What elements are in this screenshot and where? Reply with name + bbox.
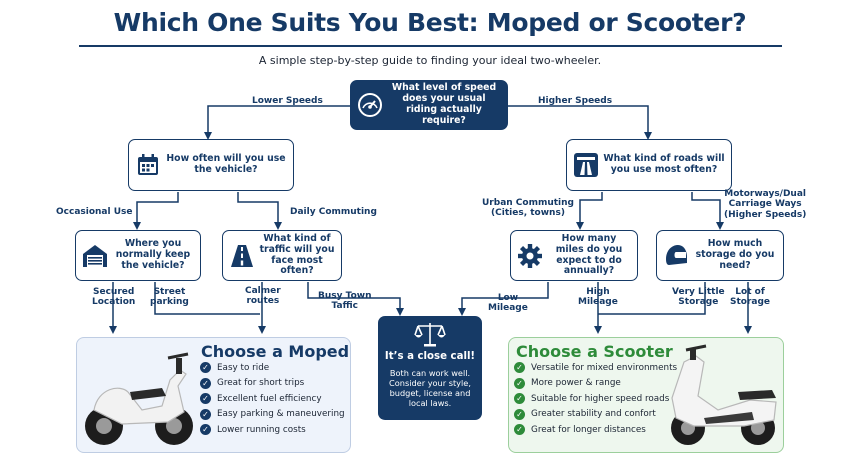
edge-speed-use — [204, 105, 350, 140]
scooter-benefit: ✓Greater stability and confort — [514, 407, 677, 423]
node-use-text: How often will you use the vehicle? — [166, 153, 286, 175]
edge-label-very-little: Very Little Storage — [672, 287, 725, 308]
edge-label-street: Street parking — [150, 287, 189, 308]
edge-label-lower-speeds: Lower Speeds — [252, 96, 323, 106]
node-roads: What kind of roads will you use most oft… — [566, 139, 732, 191]
edge-label-calmer: Calmer routes — [245, 286, 281, 307]
check-icon: ✓ — [200, 424, 211, 436]
close-call-title: It’s a close call! — [384, 351, 476, 362]
check-icon: ✓ — [514, 408, 525, 420]
edge-speed-roads — [508, 105, 652, 140]
page-title: Which One Suits You Best: Moped or Scoot… — [113, 8, 747, 37]
edge-label-higher-speeds: Higher Speeds — [538, 96, 613, 106]
node-speed: What level of speed does your usual ridi… — [350, 80, 508, 130]
node-storage-text: How much storage do you need? — [695, 238, 775, 271]
moped-benefit: ✓Excellent fuel efficiency — [200, 391, 345, 407]
node-traffic-text: What kind of traffic will you face most … — [259, 232, 335, 277]
edge-use-traffic — [237, 192, 282, 230]
edge-label-daily: Daily Commuting — [290, 207, 377, 217]
node-roads-text: What kind of roads will you use most oft… — [603, 153, 725, 175]
moped-title: Choose a Moped — [201, 342, 350, 361]
node-use: How often will you use the vehicle? — [128, 139, 294, 191]
close-call-body: Both can work well. Consider your style,… — [389, 368, 471, 408]
scooter-panel — [508, 337, 784, 453]
scooter-benefit: ✓Suitable for higher speed roads — [514, 391, 677, 407]
moped-benefit: ✓Lower running costs — [200, 422, 345, 438]
edge-label-low-mileage: Low Mileage — [488, 293, 528, 314]
calendar-icon — [138, 154, 158, 175]
node-traffic: What kind of traffic will you face most … — [222, 230, 342, 281]
highway-icon — [574, 153, 598, 177]
moped-benefit: ✓Easy parking & maneuvering — [200, 407, 345, 423]
scooter-benefits: ✓Versatile for mixed environments ✓More … — [514, 360, 677, 438]
node-miles-text: How many miles do you expect to do annua… — [555, 232, 623, 277]
scooter-benefit: ✓More power & range — [514, 376, 677, 392]
helmet-icon — [666, 244, 687, 265]
check-icon: ✓ — [514, 377, 525, 389]
edge-roads-storage — [691, 192, 724, 230]
road-icon — [231, 244, 253, 267]
edge-label-secured: Secured Location — [92, 287, 136, 308]
node-miles: How many miles do you expect to do annua… — [510, 230, 638, 281]
title-underline — [79, 45, 782, 47]
garage-icon — [83, 244, 107, 267]
edge-storage-little — [598, 282, 706, 315]
edge-label-busy: Busy Town Taffic — [318, 291, 372, 312]
node-storage: How much storage do you need? — [656, 230, 784, 281]
scooter-illustration — [671, 344, 777, 445]
scooter-benefit: ✓Great for longer distances — [514, 422, 677, 438]
node-keep-text: Where you normally keep the vehicle? — [115, 238, 191, 271]
check-icon: ✓ — [200, 393, 211, 405]
edge-label-urban: Urban Commuting (Cities, towns) — [482, 198, 574, 219]
page-subtitle: A simple step-by-step guide to finding y… — [258, 54, 602, 67]
check-icon: ✓ — [514, 424, 525, 436]
scales-icon — [414, 323, 446, 347]
node-keep: Where you normally keep the vehicle? — [75, 230, 201, 281]
scooter-title: Choose a Scooter — [516, 342, 673, 361]
moped-benefit: ✓Great for short trips — [200, 376, 345, 392]
edge-use-keep — [133, 192, 179, 230]
check-icon: ✓ — [200, 408, 211, 420]
moped-illustration — [85, 352, 193, 445]
edge-label-lot-storage: Lot of Storage — [730, 287, 771, 308]
edge-keep-street — [154, 282, 260, 315]
gear-icon — [518, 243, 542, 268]
edge-traffic-busy — [307, 282, 404, 316]
check-icon: ✓ — [514, 393, 525, 405]
moped-benefit: ✓Easy to ride — [200, 360, 345, 376]
edge-label-motorways: Motorways/Dual Carriage Ways (Higher Spe… — [724, 189, 807, 220]
check-icon: ✓ — [200, 377, 211, 389]
edge-roads-miles — [576, 192, 603, 230]
check-icon: ✓ — [200, 362, 211, 374]
speedometer-icon — [358, 93, 382, 117]
edge-label-occasional: Occasional Use — [56, 207, 133, 217]
check-icon: ✓ — [514, 362, 525, 374]
edge-label-high-mileage: High Mileage — [578, 287, 618, 308]
edge-miles-low — [458, 282, 549, 316]
moped-benefits: ✓Easy to ride ✓Great for short trips ✓Ex… — [200, 360, 345, 438]
node-speed-text: What level of speed does your usual ridi… — [391, 82, 497, 126]
scooter-benefit: ✓Versatile for mixed environments — [514, 360, 677, 376]
